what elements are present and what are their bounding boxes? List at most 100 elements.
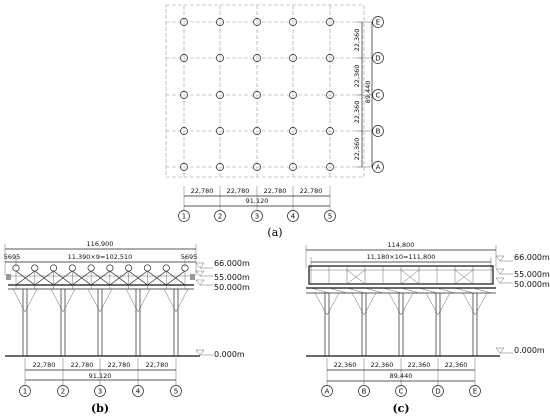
plan-y-axis-bubbles: E D C B A (372, 16, 384, 173)
elev-c-inner-dim: 11,180×10=111,800 (367, 253, 436, 261)
plan-column (326, 91, 334, 99)
elev-c-brace (388, 292, 402, 316)
elev-c-roof-x (454, 269, 474, 285)
elev-c-bottom-dim-2: 22,360 (371, 361, 394, 369)
elev-c-brace (326, 292, 340, 316)
elev-c-bottom-dim-4: 22,360 (445, 361, 468, 369)
plan-column (253, 163, 261, 171)
plan-x-ticks (183, 186, 331, 210)
elev-c-level-0: 0.000m (514, 346, 545, 355)
elev-b-brace (87, 288, 101, 313)
plan-y-dim-2: 22,360 (353, 65, 361, 88)
plan-column (180, 163, 188, 171)
elev-b-truss-diag (90, 270, 111, 286)
elev-b-bottom-ticks (24, 358, 177, 385)
plan-y-dim-3: 22,360 (353, 101, 361, 124)
plan-axis-D: D (375, 55, 380, 63)
elev-b-axis-1: 1 (23, 388, 27, 396)
elev-b-truss-diag (109, 270, 129, 286)
elev-b-level-50: 50.000m (214, 283, 250, 292)
elevation-c: 114,800 11,180×10=111,800 66.000m 55.000… (305, 241, 550, 415)
elev-c-chord-diag (346, 287, 366, 294)
elev-b-edge-block (6, 274, 11, 280)
plan-column (289, 18, 297, 26)
elev-b-brace (163, 288, 177, 313)
plan-axis-C: C (376, 92, 381, 100)
elev-c-level-66: 66.000m (514, 253, 550, 262)
elev-c-chord-diag (382, 287, 402, 294)
plan-column (216, 91, 224, 99)
elev-b-brace (137, 288, 151, 313)
plan-column (289, 91, 297, 99)
elev-b-axis-2: 2 (61, 388, 65, 396)
elev-b-truss-diag (147, 270, 167, 286)
elev-b-roof-node (125, 264, 133, 272)
plan-column (253, 127, 261, 135)
elev-b-inner-dim: 11,390×9=102,510 (68, 253, 133, 261)
elev-b-brace (62, 288, 76, 313)
elev-b-roof-node (87, 264, 95, 272)
elev-c-axis-D: D (435, 388, 440, 396)
plan-column (180, 54, 188, 62)
elev-b-level-markers (195, 262, 213, 356)
elev-c-chord-diag (400, 287, 420, 294)
plan-column-markers (180, 18, 334, 171)
elev-b-truss-diag (53, 270, 73, 286)
elev-c-brace (314, 292, 328, 316)
plan-x-dim-3: 22,780 (264, 187, 287, 195)
elev-c-columns (314, 292, 488, 356)
elev-b-roof-node (143, 264, 151, 272)
elev-b-axis-bubbles: 1 2 3 4 5 (19, 385, 182, 397)
elev-c-bottom-dim-1: 22,360 (334, 361, 357, 369)
plan-column (289, 163, 297, 171)
plan-axis-1: 1 (182, 213, 186, 221)
plan-x-dim-1: 22,780 (191, 187, 214, 195)
plan-x-axis-bubbles: 1 2 3 4 5 (178, 210, 336, 222)
plan-column (253, 54, 261, 62)
elev-c-chord-diag (328, 287, 348, 294)
elev-c-brace (351, 292, 365, 316)
elev-c-chord-diag (364, 287, 384, 294)
elev-c-brace (400, 292, 414, 316)
elev-b-roof-node (162, 264, 170, 272)
plan-axis-3: 3 (255, 213, 259, 221)
elev-b-level-55: 55.000m (214, 273, 250, 282)
elev-b-edge-block (190, 274, 195, 280)
plan-column (326, 163, 334, 171)
plan-column (326, 18, 334, 26)
elev-c-chord-diag (310, 287, 330, 294)
plan-axis-5: 5 (328, 213, 332, 221)
elev-c-brace (462, 292, 476, 316)
elev-b-level-66: 66.000m (214, 259, 250, 268)
plan-column (216, 18, 224, 26)
plan-y-dim-4: 22,360 (353, 138, 361, 161)
elev-c-top-dim: 114,800 (388, 241, 415, 249)
elev-b-axis-5: 5 (174, 388, 178, 396)
elev-b-roof-node (50, 264, 58, 272)
plan-column (216, 127, 224, 135)
elev-c-axis-bubbles: A B C D E (321, 385, 481, 397)
plan-column (180, 127, 188, 135)
elev-c-axis-A: A (325, 388, 330, 396)
elev-b-brace (99, 288, 113, 313)
plan-column (180, 18, 188, 26)
plan-x-dim-2: 22,780 (227, 187, 250, 195)
elev-b-brace (125, 288, 139, 313)
elev-b-top-dim: 116,900 (87, 240, 114, 248)
elev-b-axis-3: 3 (98, 388, 102, 396)
elev-b-right-edge: 5695 (181, 253, 198, 261)
elev-b-left-edge: 5695 (4, 253, 21, 261)
elev-b-brace (50, 288, 64, 313)
plan-column (289, 54, 297, 62)
plan-column (289, 127, 297, 135)
elev-b-truss-diag (34, 270, 54, 286)
elev-c-chord-diag (472, 287, 492, 294)
plan-column (180, 91, 188, 99)
elev-b-level-0: 0.000m (214, 350, 245, 359)
caption-c: (c) (392, 402, 409, 415)
plan-y-dim-1: 22,360 (353, 29, 361, 52)
elev-c-brace (363, 292, 377, 316)
elev-c-brace (474, 292, 488, 316)
elev-b-bottom-dim-2: 22,780 (71, 361, 94, 369)
